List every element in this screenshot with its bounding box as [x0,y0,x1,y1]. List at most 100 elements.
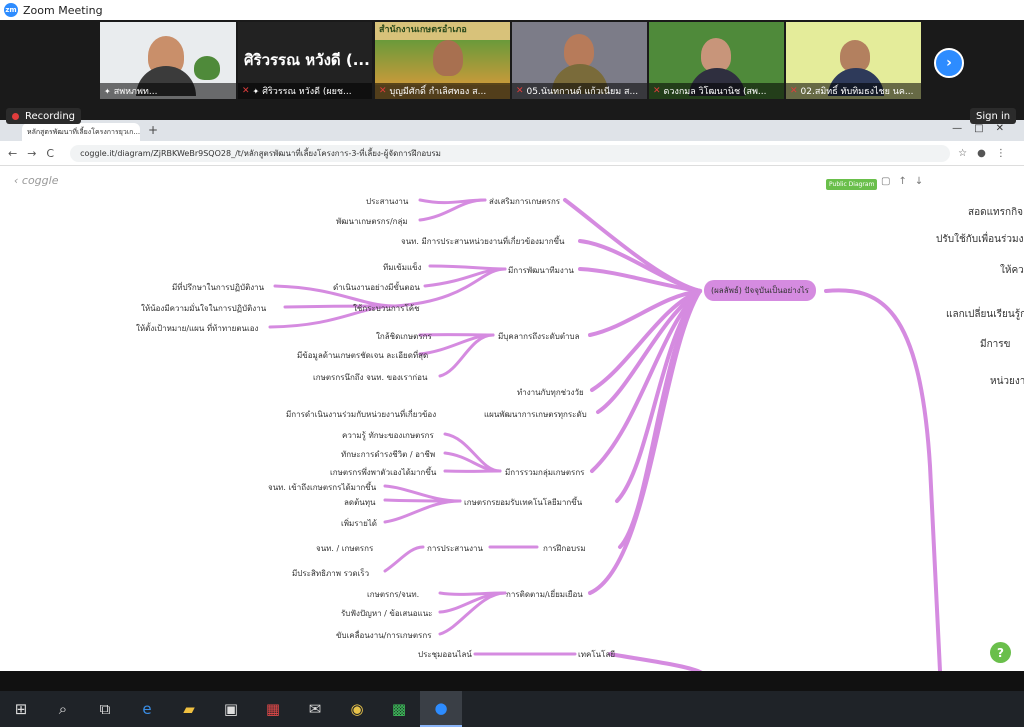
mindmap-leaf-node[interactable]: เพิ่มรายได้ [341,519,377,528]
windows-taskbar: ⊞ ⌕ ⧉ e ▰ ▣ ▦ ✉ ◉ ▩ ● [0,691,1024,727]
next-page-button[interactable]: › [934,48,964,78]
pin-icon: ✦ [104,86,111,96]
mindmap-branch-node[interactable]: การติดตาม/เยี่ยมเยือน [506,590,583,599]
recording-indicator[interactable]: Recording [6,108,82,124]
task-view-icon[interactable]: ⧉ [99,700,111,718]
mic-muted-icon: ✕ [790,86,798,96]
window-controls[interactable]: —□✕ [952,123,1016,134]
coggle-toolbar-icons[interactable]: ▢↑↓ [881,176,932,187]
mindmap-leaf-node[interactable]: ประสานงาน [366,197,409,206]
mindmap-branch-node[interactable]: ทำงานกับทุกช่วงวัย [517,388,584,397]
mindmap-branch-node[interactable]: มีบุคลากรถึงระดับตำบล [498,332,580,341]
mindmap-leaf-node[interactable]: ใกล้ชิดเกษตรกร [376,332,432,341]
search-icon[interactable]: ⌕ [58,700,68,718]
mindmap-leaf-node[interactable]: ลดต้นทุน [344,498,376,507]
mindmap-leaf-node[interactable]: เกษตรกร/จนท. [367,590,420,599]
participant-name: สพหภพท... [113,87,158,97]
participant-tile[interactable]: สำนักงานเกษตรอำเภอ ✕บุญมีศักดิ์ กำเลิศทอ… [375,22,510,99]
mindmap-leaf-node[interactable]: ทีมเข้มแข็ง [383,263,422,272]
mic-muted-icon: ✕ [516,86,524,96]
mindmap-leaf-node[interactable]: ใช้กระบวนการโค้ช [353,304,420,313]
public-diagram-badge[interactable]: Public Diagram [826,179,878,190]
mindmap-leaf-node[interactable]: ประชุมออนไลน์ [418,650,472,659]
central-node[interactable]: (ผลลัพธ์) ปัจจุบันเป็นอย่างไร [704,280,816,301]
mindmap-leaf-node[interactable]: ให้ตั้งเป้าหมาย/แผน ที่ท้าทายตนเอง [136,324,259,333]
mindmap-offscreen-node[interactable]: แลกเปลี่ยนเรียนรู้ก [946,309,1024,320]
mindmap-leaf-node[interactable]: ทักษะการดำรงชีวิต / อาชีพ [341,450,436,459]
chevron-right-icon: › [946,55,952,71]
participant-tile[interactable]: ✕ดวงกมล วิโฒนานิช (สพ... [649,22,784,99]
mindmap-leaf-node[interactable]: มีประสิทธิภาพ รวดเร็ว [292,569,370,578]
pin-icon: ✦ [252,86,260,96]
mindmap-leaf-node[interactable]: จนท. / เกษตรกร [316,544,374,553]
windows-start-icon[interactable]: ⊞ [14,700,28,718]
shared-browser-window: หลักสูตรพัฒนาที่เลี้ยงโครงการยุวเก... ✕ … [0,120,1024,671]
address-bar: ←→C coggle.it/diagram/ZjRBKWeBr9SQO28_/t… [0,141,1024,166]
mindmap-leaf-node[interactable]: พัฒนาเกษตรกร/กลุ่ม [336,217,408,226]
zoom-logo-icon: zm [4,3,18,17]
line-app-icon[interactable]: ▩ [391,700,407,718]
file-explorer-icon[interactable]: ▰ [183,700,195,718]
tab-bar: หลักสูตรพัฒนาที่เลี้ยงโครงการยุวเก... ✕ … [0,120,1024,141]
mindmap-leaf-node[interactable]: เกษตรกรนึกถึง จนท. ของเราก่อน [313,373,428,382]
coggle-canvas[interactable]: ‹ coggle Public Diagram ▢↑↓ (ผลลัพธ์) ปั… [0,166,1024,671]
mindmap-leaf-node[interactable]: เกษตรกรพึ่งพาตัวเองได้มากขึ้น [330,468,437,477]
sign-in-label: Sign in [976,110,1011,122]
participant-name: 02.สมิทธิ์ ทับทิมธงไชย นค... [800,87,914,97]
participant-video [564,34,594,68]
mindmap-branch-node[interactable]: ส่งเสริมการเกษตรกร [489,197,561,206]
mindmap-leaf-node[interactable]: ให้น้องมีความมั่นใจในการปฏิบัติงาน [141,304,267,313]
mindmap-branch-node[interactable]: จนท. มีการประสานหน่วยงานที่เกี่ยวข้องมาก… [401,237,565,246]
mindmap-leaf-node[interactable]: จนท. เข้าถึงเกษตรกรได้มากขึ้น [268,483,377,492]
zoom-titlebar: zm Zoom Meeting [0,0,1024,20]
gift-icon[interactable]: ▦ [265,700,281,718]
browser-tab[interactable]: หลักสูตรพัฒนาที่เลี้ยงโครงการยุวเก... ✕ [22,123,140,141]
coggle-logo[interactable]: ‹ coggle [14,174,59,187]
mindmap-leaf-node[interactable]: มีข้อมูลด้านเกษตรชัดเจน ละเอียดที่สุด [297,351,429,360]
mindmap-offscreen-node[interactable]: ปรับใช้กับเพื่อนร่วมง [936,234,1024,245]
mindmap-leaf-node[interactable]: ขับเคลื่อนงาน/การเกษตรกร [336,631,432,640]
participant-video [701,38,731,72]
edge-browser-icon[interactable]: e [142,700,152,718]
mindmap-offscreen-node[interactable]: สอดแทรกกิจ [968,207,1023,218]
url-field[interactable]: coggle.it/diagram/ZjRBKWeBr9SQO28_/t/หลั… [70,144,951,162]
mindmap-offscreen-node[interactable]: ให้คว [1000,265,1024,276]
zoom-app-icon[interactable]: ● [420,691,462,727]
nav-buttons[interactable]: ←→C [8,146,65,160]
participant-tile[interactable]: ศิริวรรณ หวังดี (... ✕✦ศิริวรรณ หวังดี (… [238,22,372,99]
mindmap-leaf-node[interactable]: ความรู้ ทักษะของเกษตรกร [342,431,434,440]
chrome-icon[interactable]: ◉ [350,700,364,718]
window-title: Zoom Meeting [23,3,103,17]
mail-icon[interactable]: ✉ [308,700,322,718]
bookmark-star-icon[interactable]: ☆●⋮ [958,147,1016,159]
mic-muted-icon: ✕ [653,86,661,96]
participant-tile[interactable]: ✕05.นันทกานต์ แก้วเนียม ส... [512,22,647,99]
mindmap-leaf-node[interactable]: มีที่ปรึกษาในการปฏิบัติงาน [172,283,265,292]
participant-gallery: ✦สพหภพท... ศิริวรรณ หวังดี (... ✕✦ศิริวร… [0,20,1024,120]
mindmap-branch-node[interactable]: มีการรวมกลุ่มเกษตรกร [505,468,585,477]
participant-video [433,40,463,76]
mindmap-branch-node[interactable]: มีการพัฒนาทีมงาน [508,266,574,275]
participant-tile[interactable]: ✕02.สมิทธิ์ ทับทิมธงไชย นค... [786,22,921,99]
store-icon[interactable]: ▣ [223,700,239,718]
mindmap-leaf-node[interactable]: ดำเนินงานอย่างมีขั้นตอน [333,283,420,292]
help-button[interactable]: ? [990,642,1011,663]
mindmap-leaf-node[interactable]: รับฟังปัญหา / ข้อเสนอแนะ [341,609,433,618]
mindmap-leaf-node[interactable]: การประสานงาน [427,544,484,553]
mindmap-offscreen-node[interactable]: มีการข [980,339,1011,350]
recording-label: Recording [25,110,76,122]
participant-name: ดวงกมล วิโฒนานิช (สพ... [663,87,767,97]
mindmap-offscreen-node[interactable]: หน่วยงา [990,376,1024,387]
participant-display-name: ศิริวรรณ หวังดี (... [244,51,370,69]
mindmap-branch-node[interactable]: แผนพัฒนาการเกษตรทุกระดับ [484,410,587,419]
mindmap-branch-node[interactable]: เทคโนโลยี [578,650,616,659]
participant-tile[interactable]: ✦สพหภพท... [100,22,236,99]
sign-in-button[interactable]: Sign in [970,108,1017,124]
mindmap-branch-node[interactable]: การฝึกอบรม [543,544,586,553]
mindmap-leaf-node[interactable]: มีการดำเนินงานร่วมกับหน่วยงานที่เกี่ยวข้… [286,410,437,419]
participant-name: ศิริวรรณ หวังดี (ผยช... [262,87,352,97]
participant-name: บุญมีศักดิ์ กำเลิศทอง ส... [389,87,487,97]
new-tab-button[interactable]: + [148,123,159,137]
tab-title: หลักสูตรพัฒนาที่เลี้ยงโครงการยุวเก... [27,127,140,136]
mindmap-branch-node[interactable]: เกษตรกรยอมรับเทคโนโลยีมากขึ้น [464,498,583,507]
